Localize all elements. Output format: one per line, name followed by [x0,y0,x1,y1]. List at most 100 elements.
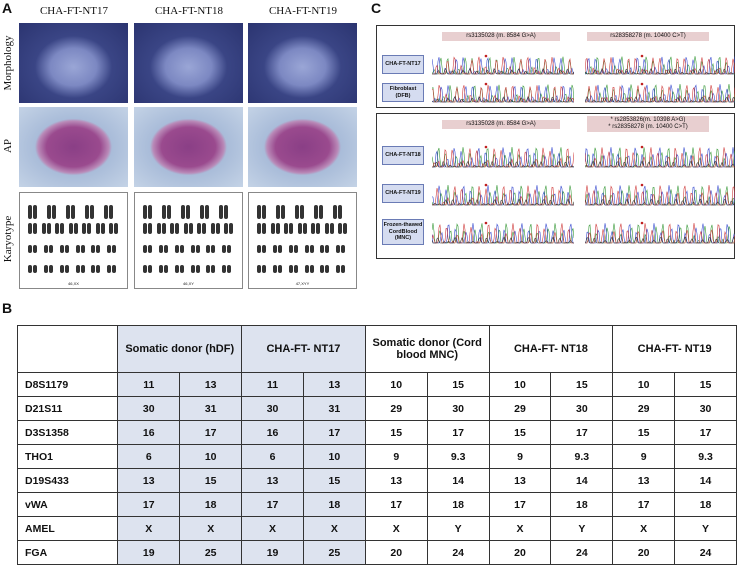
chromosome [143,245,147,253]
allele-cell: Y [550,516,614,541]
chromosome [289,223,294,234]
snp-label-group: * rs2853826(m. 10398 A>G)* rs28358278 (m… [587,116,709,133]
chromosome [333,205,337,219]
allele-cell: 17 [612,492,676,517]
marker-cell: D21S11 [16,396,119,421]
allele-cell: 30 [550,396,614,421]
chromosome [319,205,323,219]
chromosome [302,223,307,234]
karyotype-image: 46,XY [134,192,243,289]
chromosome [270,223,275,234]
allele-cell: 19 [117,540,181,565]
chromatogram-trace [585,82,735,103]
allele-cell: 17 [302,420,366,445]
chromosome [143,223,147,234]
column-title: CHA-FT-NT19 [268,5,338,17]
chromosome [272,265,277,273]
allele-cell: X [179,516,243,541]
allele-cell: 11 [117,372,181,397]
allele-cell: 17 [426,420,490,445]
allele-cell: X [488,516,552,541]
allele-cell: 6 [241,444,304,469]
allele-cell: 9.3 [426,444,490,469]
allele-cell: 15 [302,468,366,493]
chromosome [46,223,51,234]
chromosome [167,205,171,219]
allele-cell: 13 [179,372,243,397]
morphology-image [134,23,243,103]
chromosome [277,245,282,253]
chromatogram-trace [432,82,574,103]
header-cell: Somatic donor (Cord blood MNC) [364,325,490,373]
allele-cell: 17 [179,420,243,445]
chromosome [170,223,175,234]
chromosome [90,205,94,219]
chromosome [215,223,220,234]
chromosome [33,245,37,253]
allele-cell: 25 [302,540,366,565]
chromosome [257,223,261,234]
chromosome [174,245,179,253]
allele-cell: 17 [241,492,304,517]
row-title: Karyotype [2,215,14,263]
header-cell: Somatic donor (hDF) [117,325,243,373]
chromosome [71,205,75,219]
chromosome [336,265,341,273]
marker-cell: D8S1179 [16,372,119,397]
chromosome [96,265,101,273]
chromosome [288,245,293,253]
chromosome [60,223,65,234]
allele-cell: 6 [117,444,181,469]
chromatogram-trace [585,54,735,75]
allele-cell: 30 [426,396,490,421]
chromosome [224,223,229,234]
chromosome [227,245,232,253]
chromosome [28,205,32,219]
chromosome [158,265,163,273]
allele-cell: 9.3 [674,444,737,469]
chromosome [73,223,78,234]
chromatogram-trace [432,183,574,206]
chromosome [75,245,80,253]
chromosome [100,223,105,234]
chromosome [262,265,266,273]
chromosome [96,245,101,253]
chromosome [91,245,96,253]
allele-cell: 30 [241,396,304,421]
morphology-image [248,23,357,103]
row-title: AP [2,138,14,154]
chromosome [183,223,188,234]
chromosome [112,265,117,273]
karyotype-image: 47,XYY [248,192,357,289]
chromosome [163,265,168,273]
allele-cell: 9 [364,444,428,469]
chromosome [297,223,302,234]
allele-cell: 17 [550,420,614,445]
chromosome [257,245,261,253]
chromosome [295,205,299,219]
chromosome [28,245,32,253]
allele-cell: Y [674,516,737,541]
chromosome [64,265,69,273]
allele-cell: 15 [612,420,676,445]
allele-cell: X [241,516,304,541]
chromosome [309,245,314,253]
allele-cell: 15 [179,468,243,493]
chromosome [148,265,152,273]
chromosome [343,223,348,234]
chromosome [33,223,37,234]
allele-cell: 17 [488,492,552,517]
chromosome [91,265,96,273]
chromosome [257,205,261,219]
chromosome [156,223,161,234]
panel-b-label: B [2,300,13,316]
allele-cell: 11 [241,372,304,397]
chromosome [59,245,64,253]
chromosome [341,265,346,273]
chromosome [143,205,147,219]
chromosome [104,205,108,219]
panel-c-label: C [371,0,382,16]
allele-cell: 14 [674,468,737,493]
